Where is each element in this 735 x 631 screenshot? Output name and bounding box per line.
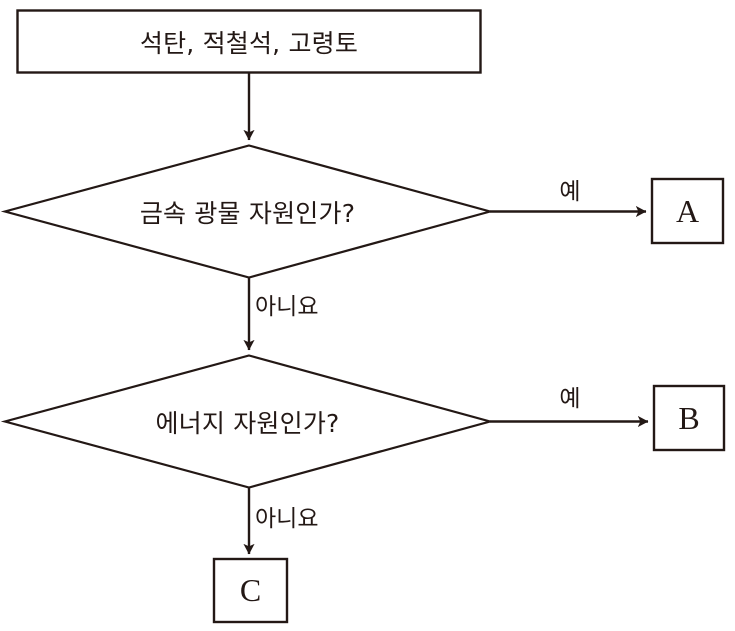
- decision2-shape: [0, 354, 495, 489]
- result-b-shape: [652, 384, 726, 452]
- result-c-shape: [212, 557, 289, 624]
- source-box-shape: [16, 9, 482, 74]
- result-a-shape: [650, 177, 725, 245]
- decision1-shape: [0, 144, 495, 279]
